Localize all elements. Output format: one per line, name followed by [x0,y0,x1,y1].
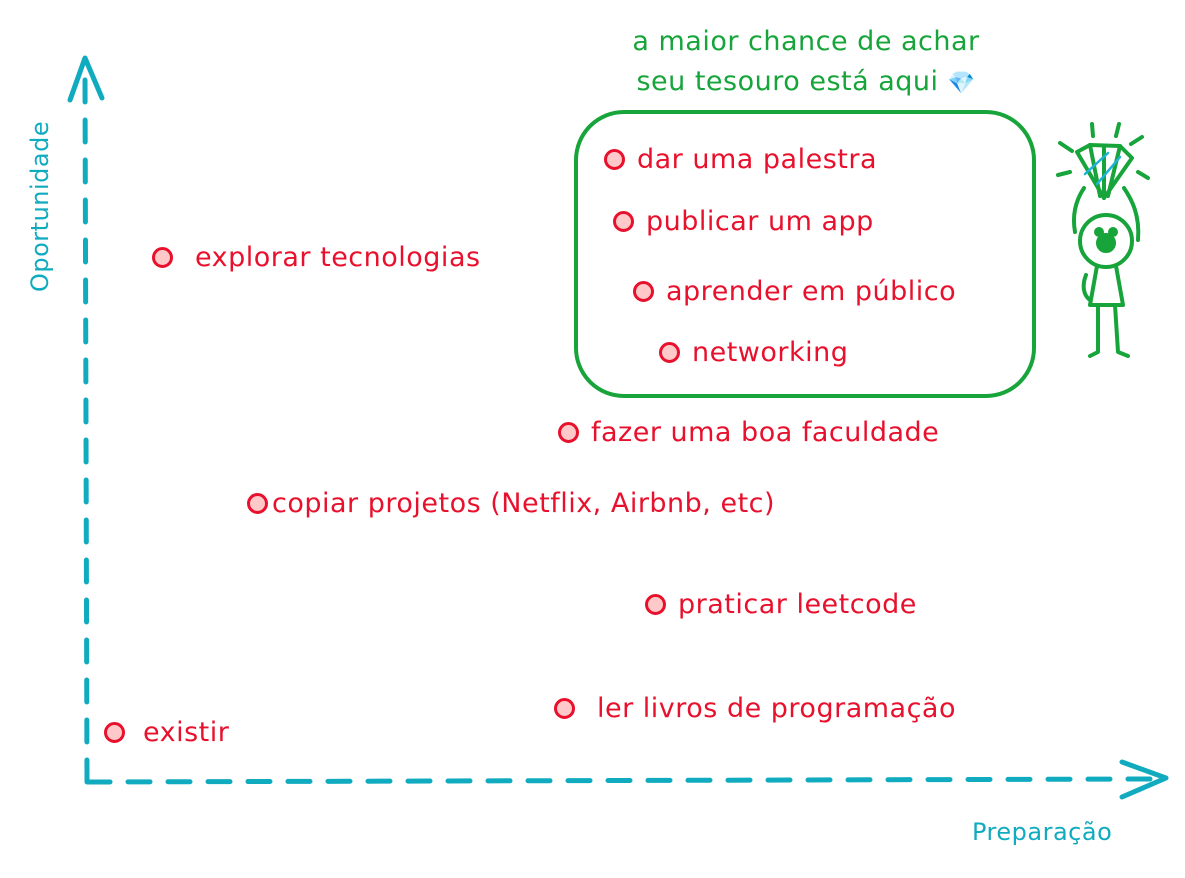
gem-icon: 💎 [947,71,976,96]
point-fazer-uma-boa-faculdade: fazer uma boa faculdade [558,417,939,448]
point-marker [613,211,634,232]
y-axis [67,55,105,785]
y-axis-label: Oportunidade [26,120,54,292]
point-marker [633,281,654,302]
point-publicar-um-app: publicar um app [613,206,874,237]
point-label: dar uma palestra [637,144,878,175]
point-label: publicar um app [646,206,874,237]
treasure-annotation: a maior chance de achar seu tesouro está… [596,22,1016,104]
point-label: explorar tecnologias [195,242,481,273]
point-marker [104,722,125,743]
point-networking: networking [659,337,848,368]
point-label: aprender em público [666,276,957,307]
point-explorar-tecnologias: explorar tecnologias [152,242,481,273]
point-marker [659,342,680,363]
x-axis [85,759,1169,800]
annotation-line-2: seu tesouro está aqui 💎 [636,66,976,97]
point-marker [247,493,268,514]
point-label: ler livros de programação [597,693,956,724]
point-praticar-leetcode: praticar leetcode [645,589,917,620]
point-marker [645,594,666,615]
point-ler-livros-de-programacao: ler livros de programação [554,693,956,724]
point-marker [558,422,579,443]
point-label: copiar projetos (Netflix, Airbnb, etc) [272,488,776,519]
point-aprender-em-publico: aprender em público [633,276,956,307]
point-label: fazer uma boa faculdade [591,417,940,448]
point-label: existir [143,717,230,748]
point-marker [554,698,575,719]
point-copiar-projetos: copiar projetos (Netflix, Airbnb, etc) [247,488,775,519]
point-existir: existir [104,717,229,748]
point-dar-uma-palestra: dar uma palestra [604,144,877,175]
point-marker [604,149,625,170]
point-marker [152,247,173,268]
point-label: praticar leetcode [678,589,917,620]
x-axis-label: Preparação [972,818,1113,846]
figure-holding-gem-icon [1056,122,1150,358]
point-label: networking [692,337,849,368]
highlight-box [574,110,1036,398]
annotation-line-1: a maior chance de achar [632,26,980,57]
